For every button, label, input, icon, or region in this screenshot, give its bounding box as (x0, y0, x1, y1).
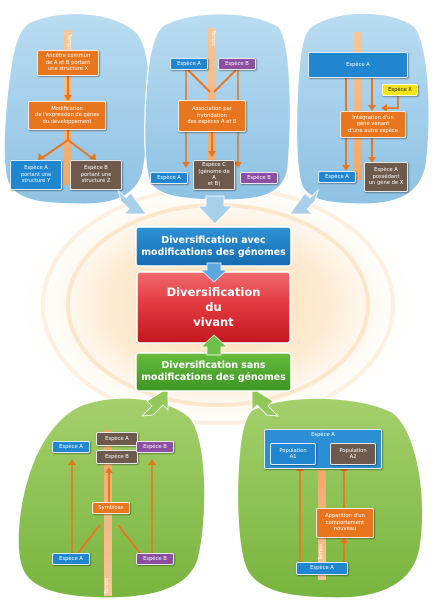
box-species-x: Espèce X (382, 84, 418, 96)
box-species-a-gene-x: Espèce A possédant un gène de X (364, 162, 408, 192)
box-p4-species-b-bottom: Espèce B (136, 553, 174, 565)
box-modification: Modification de l'expression de gènes du… (28, 101, 106, 130)
box-association: Association par hybridation des espèces … (178, 100, 246, 132)
arrow-panel2-to-center (197, 195, 233, 225)
box-p2-species-a-bottom: Espèce A (150, 172, 188, 184)
box-integration: Intégration d'un gène venant d'une autre… (340, 111, 406, 138)
arrow-panel3-to-center (289, 188, 319, 215)
box-diversification-sans: Diversification sans modifications des g… (141, 360, 286, 383)
box-population-a2: Population A2 (330, 443, 376, 465)
arrow-avec-to-vivant (200, 262, 228, 283)
box-species-c: Espèce C (génome de A et B) (193, 160, 235, 190)
box-diversification-vivant: Diversification du vivant (166, 285, 261, 329)
temps-label-panel2: Temps (210, 30, 216, 46)
box-merged-species-a: Espèce A (96, 432, 138, 446)
arrow-panel4-to-center (140, 387, 169, 417)
box-p5-species-a-bottom: Espèce A (296, 562, 348, 575)
box-p3-species-a-top: Espèce A (308, 52, 408, 78)
box-population-a1: Population A1 (270, 443, 316, 465)
box-p2-species-b-bottom: Espèce B (240, 172, 278, 184)
temps-label-panel5: Temps (318, 544, 324, 560)
box-behaviour: Apparition d'un comportement nouveau (316, 508, 374, 538)
box-p2-species-b-top: Espèce B (218, 58, 256, 70)
temps-label-panel1: Temps (66, 34, 72, 50)
box-merged-species-b: Espèce B (96, 450, 138, 464)
box-ancestor: Ancêtre commun de A et B portant une str… (37, 50, 99, 76)
arrow-panel3-c (384, 96, 399, 109)
box-species-a-y: Espèce A portant une structure Y (10, 160, 62, 190)
box-species-b-z: Espèce B portant une structure Z (70, 160, 122, 190)
panel-transfer (295, 12, 430, 205)
box-p2-species-a-top: Espèce A (170, 58, 208, 70)
box-p4-species-a-left: Espèce A (52, 441, 90, 453)
box-p4-species-a-bottom: Espèce A (52, 553, 90, 565)
temps-label-panel4: Temps (104, 578, 110, 594)
box-diversification-avec: Diversification avec modifications des g… (141, 234, 286, 258)
box-symbiose: Symbiose (92, 502, 130, 514)
arrow-panel2-a (187, 69, 211, 93)
arrow-panel2-b (213, 69, 237, 93)
arrow-panel5-to-center (251, 387, 280, 417)
arrow-panel4-b (117, 524, 141, 554)
arrow-panel4-a (77, 524, 101, 554)
arrow-panel1-c (67, 139, 93, 159)
arrow-panel1-to-center (117, 188, 147, 215)
arrow-sans-to-vivant (200, 334, 228, 356)
box-p4-species-b-right: Espèce B (136, 441, 174, 453)
temps-bar-panel3 (354, 32, 362, 180)
box-p3-species-a-bottom: Espèce A (318, 171, 356, 183)
